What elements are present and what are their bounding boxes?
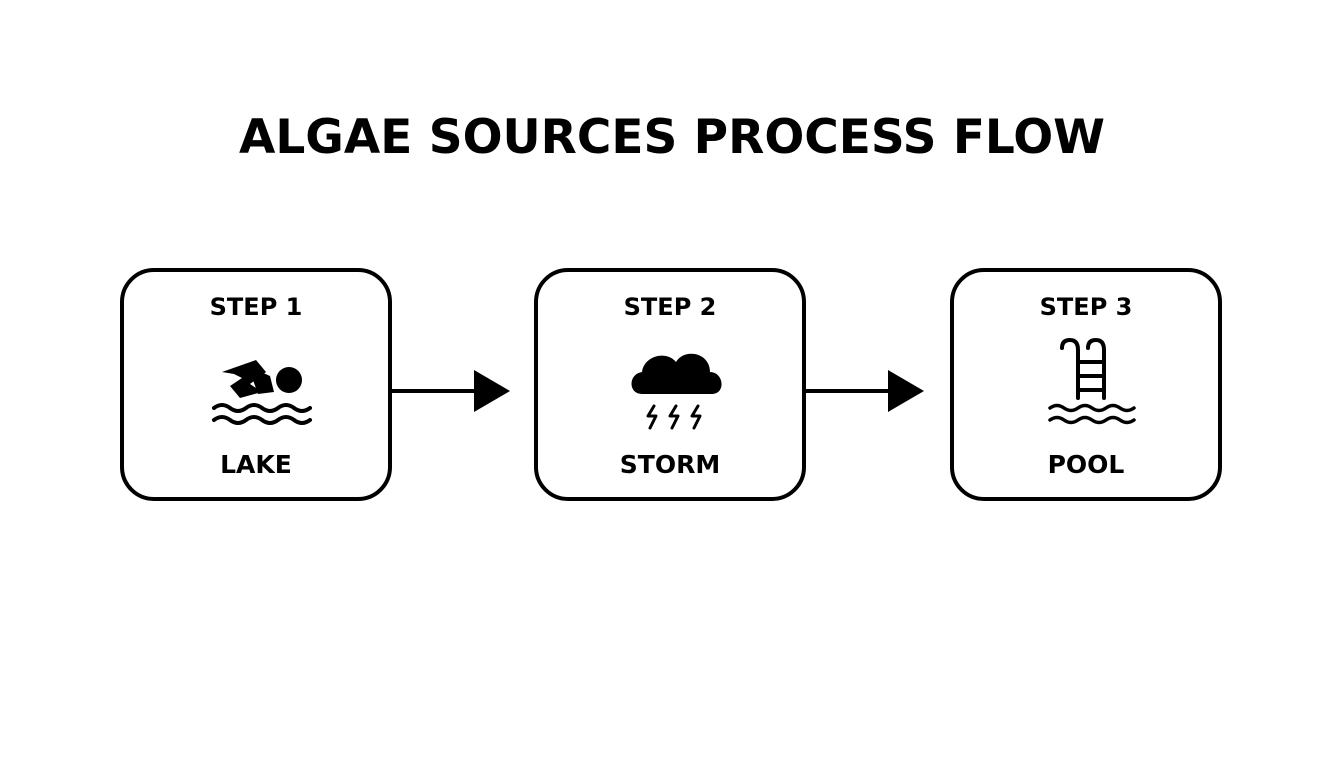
arrow-right-icon	[806, 370, 924, 412]
storm-cloud-icon	[631, 353, 722, 430]
swimmer-icon	[212, 360, 312, 425]
step-2-label: STEP 2	[623, 293, 717, 321]
step-1-name: LAKE	[220, 450, 292, 479]
step-2-name: STORM	[619, 450, 721, 479]
pool-ladder-icon	[1048, 337, 1136, 425]
step-box-3: STEP 3 POOL	[950, 268, 1222, 501]
arrow-right-icon	[392, 370, 510, 412]
step-box-1: STEP 1 LAKE	[120, 268, 392, 501]
step-3-name: POOL	[1047, 450, 1125, 479]
step-box-2: STEP 2 STORM	[534, 268, 806, 501]
step-1-label: STEP 1	[209, 293, 303, 321]
diagram-title: ALGAE SOURCES PROCESS FLOW	[238, 110, 1106, 165]
step-3-label: STEP 3	[1039, 293, 1133, 321]
